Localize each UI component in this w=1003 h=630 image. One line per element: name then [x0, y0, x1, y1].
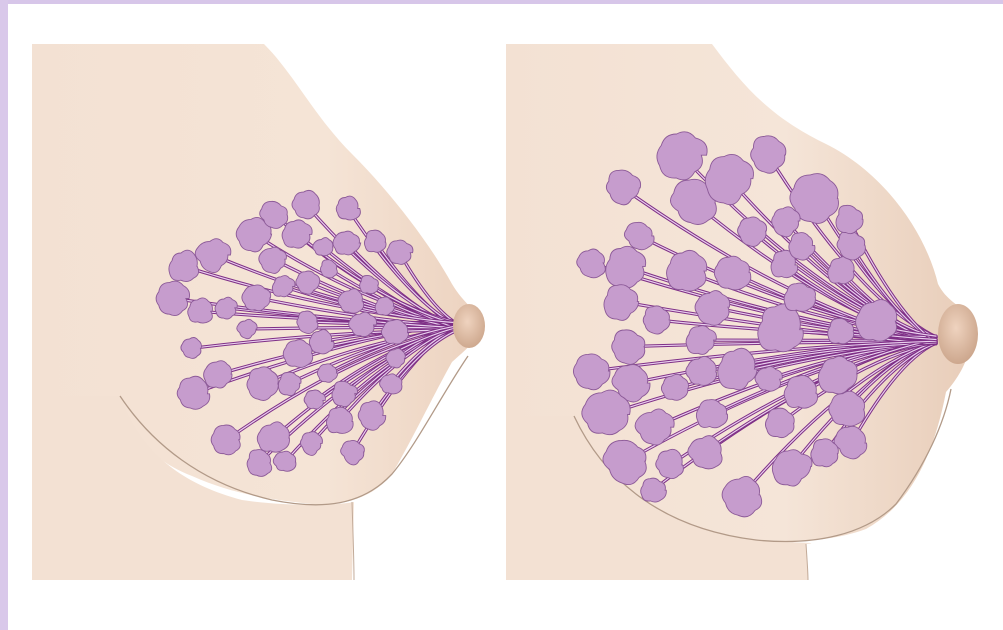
breast-illustration-right — [506, 44, 988, 580]
lobule-right-5 — [667, 250, 707, 291]
nipple-left — [453, 304, 485, 348]
nipple-right — [938, 304, 978, 364]
lobule-right-17 — [829, 391, 865, 426]
lobule-left-1 — [211, 425, 240, 455]
breast-panel-left — [32, 44, 486, 580]
frame-top-border — [0, 0, 1003, 4]
lobule-right-25 — [661, 374, 688, 400]
frame-left-border — [0, 0, 8, 630]
lobule-left-20 — [380, 374, 402, 394]
lobule-right-13 — [758, 304, 804, 352]
lobule-left-4 — [283, 339, 312, 367]
lobule-right-38 — [811, 439, 839, 467]
breast-panel-right — [506, 44, 988, 580]
breast-illustration-left — [32, 44, 486, 580]
lobule-right-19 — [755, 366, 782, 391]
